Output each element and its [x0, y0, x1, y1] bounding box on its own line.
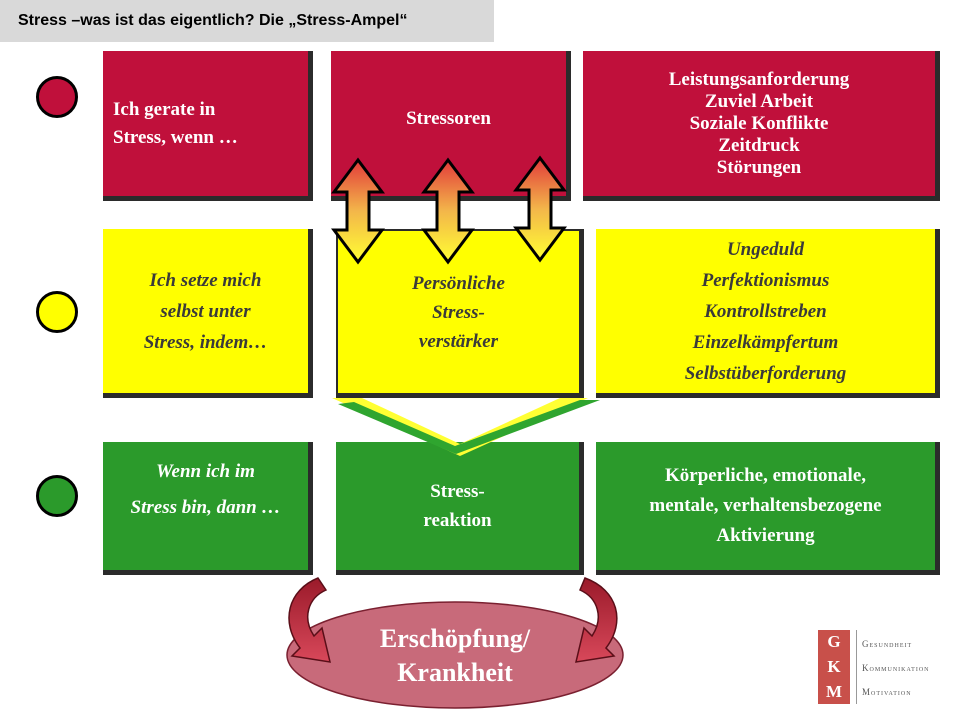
verstaerker-item: Selbstüberforderung [684, 362, 847, 384]
stressor-item: Zuviel Arbeit [704, 90, 814, 112]
stressreaktion-line-2: reaktion [423, 510, 492, 531]
stressor-item: Zeitdruck [718, 134, 800, 156]
curved-arrow-right-icon [575, 577, 618, 663]
curved-arrow-left-icon [288, 577, 331, 663]
logo-letter: K [827, 656, 841, 676]
logo-letter: M [825, 681, 843, 701]
yellow-left-line-2: selbst unter [160, 300, 251, 322]
outcome-line-1: Erschöpfung/ [379, 624, 531, 653]
stressor-item: Soziale Konflikte [689, 112, 829, 134]
yellow-light-icon [36, 291, 78, 333]
yellow-left-line-3: Stress, indem… [143, 331, 268, 353]
reaktion-item: mentale, verhaltensbezogene [649, 495, 882, 516]
stressor-item: Störungen [716, 156, 802, 178]
outcome-line-2: Krankheit [397, 658, 513, 687]
logo-words: Gesundheit Kommunikation Motivation [862, 632, 930, 704]
yellow-right-box: Ungeduld Perfektionismus Kontrollstreben… [596, 229, 940, 398]
verstaerker-line-2: Stress- [432, 301, 485, 323]
logo-letter-column: G K M [818, 630, 850, 704]
green-light-icon [36, 475, 78, 517]
red-right-box: Leistungsanforderung Zuviel Arbeit Sozia… [583, 51, 940, 201]
stressor-item: Leistungsanforderung [668, 68, 850, 90]
logo-word: Motivation [862, 687, 912, 697]
slide-title: Stress –was ist das eigentlich? Die „Str… [18, 12, 408, 29]
logo-letter: G [827, 632, 841, 652]
stressoren-label: Stressoren [406, 107, 491, 129]
red-left-line-2: Stress, wenn … [113, 126, 238, 148]
logo-divider [856, 630, 857, 704]
slide-header: Stress –was ist das eigentlich? Die „Str… [0, 0, 494, 42]
red-light-icon [36, 76, 78, 118]
verstaerker-line-1: Persönliche [412, 272, 505, 294]
reaktion-item: Aktivierung [716, 525, 815, 546]
stressreaktion-box: Stress- reaktion [336, 442, 584, 575]
yellow-left-line-1: Ich setze mich [149, 269, 262, 291]
stressreaktion-line-1: Stress- [430, 481, 485, 502]
green-right-box: Körperliche, emotionale, mentale, verhal… [596, 442, 940, 575]
outcome-label: Erschöpfung/ Krankheit [330, 622, 580, 690]
stress-verstaerker-box: Persönliche Stress- verstärker [336, 229, 584, 398]
green-left-line-1: Wenn ich im [156, 461, 255, 482]
verstaerker-item: Ungeduld [726, 238, 805, 260]
green-left-line-2: Stress bin, dann … [130, 497, 281, 518]
verstaerker-item: Kontrollstreben [704, 300, 827, 322]
green-left-box: Wenn ich im Stress bin, dann … [103, 442, 313, 575]
logo-word: Gesundheit [862, 639, 913, 649]
gkm-logo: G K M Gesundheit Kommunikation Motivatio… [810, 628, 945, 706]
verstaerker-item: Einzelkämpfertum [692, 331, 839, 353]
verstaerker-line-3: verstärker [418, 330, 499, 352]
reaktion-item: Körperliche, emotionale, [664, 465, 867, 486]
red-left-line-1: Ich gerate in [113, 98, 216, 120]
verstaerker-item: Perfektionismus [701, 269, 830, 291]
yellow-left-box: Ich setze mich selbst unter Stress, inde… [103, 229, 313, 398]
logo-word: Kommunikation [862, 663, 930, 673]
red-left-box: Ich gerate in Stress, wenn … [103, 51, 313, 201]
stressoren-box: Stressoren [331, 51, 571, 201]
